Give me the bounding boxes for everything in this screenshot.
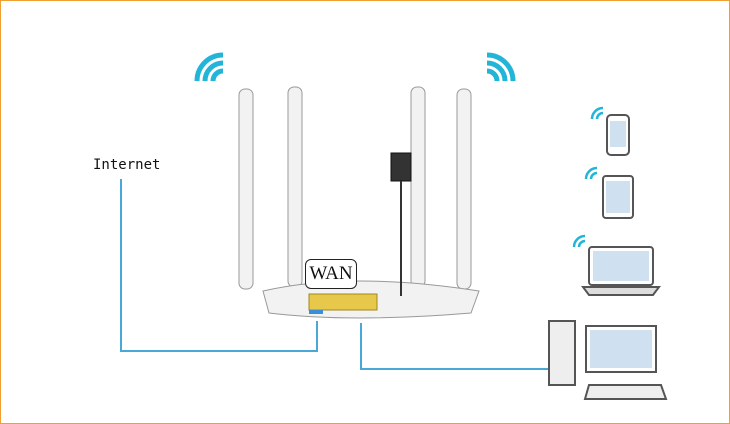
cables [120,179,556,370]
internet-label: Internet [93,157,161,173]
wan-callout: WAN [305,259,357,289]
lan-ports [308,293,378,311]
keyboard [583,384,668,400]
devices [548,114,668,400]
desktop-tower [548,320,576,386]
lan-cable [360,323,556,370]
antenna [410,86,426,288]
antenna [238,88,254,290]
router [238,86,480,319]
antenna [456,88,472,290]
device-wifi-icons [572,106,604,248]
antenna [287,86,303,288]
wifi-icon-left [194,52,224,82]
internet-cable [120,179,318,352]
power-adapter [390,152,412,182]
wifi-icon-right [486,52,516,82]
wan-port [309,310,323,314]
